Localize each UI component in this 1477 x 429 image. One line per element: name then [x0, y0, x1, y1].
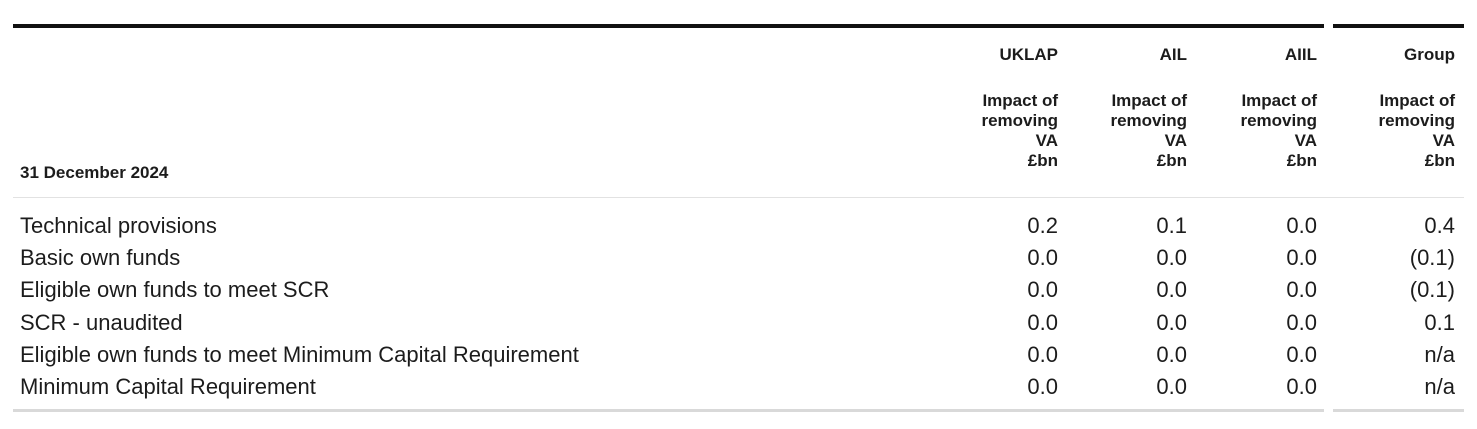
table-row: Technical provisions 0.2 0.1 0.0 0.4 [0, 210, 1477, 242]
measure-unit: £bn [1027, 151, 1058, 170]
row-label: Eligible own funds to meet Minimum Capit… [20, 342, 579, 367]
cell-uklap: 0.0 [1027, 374, 1058, 399]
measure-line: Impact of [1111, 91, 1187, 110]
cell-uklap: 0.0 [1027, 342, 1058, 367]
cell-aiil: 0.0 [1286, 310, 1317, 335]
cell-group: n/a [1424, 342, 1455, 367]
measure-unit: £bn [1286, 151, 1317, 170]
column-measure-ail: Impact of removing VA £bn [1077, 91, 1187, 171]
cell-uklap: 0.0 [1027, 310, 1058, 335]
cell-aiil: 0.0 [1286, 245, 1317, 270]
measure-line: VA [1432, 131, 1455, 150]
header-divider [13, 197, 1464, 198]
measure-unit: £bn [1156, 151, 1187, 170]
cell-group: 0.4 [1424, 213, 1455, 238]
row-label: Basic own funds [20, 245, 181, 270]
cell-group: (0.1) [1409, 277, 1455, 302]
column-header-uklap: UKLAP [999, 45, 1058, 64]
column-measure-group: Impact of removing VA £bn [1345, 91, 1455, 171]
measure-line: removing [981, 111, 1058, 130]
measure-line: Impact of [1241, 91, 1317, 110]
bottom-rule-main [13, 409, 1324, 412]
cell-uklap: 0.0 [1027, 245, 1058, 270]
measure-unit: £bn [1424, 151, 1455, 170]
cell-aiil: 0.0 [1286, 342, 1317, 367]
cell-ail: 0.0 [1156, 277, 1187, 302]
measure-line: removing [1110, 111, 1187, 130]
row-label: SCR - unaudited [20, 310, 183, 335]
column-measure-aiil: Impact of removing VA £bn [1207, 91, 1317, 171]
table-row: Minimum Capital Requirement 0.0 0.0 0.0 … [0, 371, 1477, 403]
cell-ail: 0.1 [1156, 213, 1187, 238]
cell-ail: 0.0 [1156, 342, 1187, 367]
table-row: Basic own funds 0.0 0.0 0.0 (0.1) [0, 242, 1477, 274]
cell-aiil: 0.0 [1286, 374, 1317, 399]
bottom-rule-group [1333, 409, 1464, 412]
cell-ail: 0.0 [1156, 310, 1187, 335]
column-header-group: Group [1404, 45, 1455, 64]
table-row: Eligible own funds to meet SCR 0.0 0.0 0… [0, 274, 1477, 306]
row-label: Eligible own funds to meet SCR [20, 277, 330, 302]
top-rule-group [1333, 24, 1464, 28]
table-row: Eligible own funds to meet Minimum Capit… [0, 339, 1477, 371]
measure-line: Impact of [982, 91, 1058, 110]
cell-group: (0.1) [1409, 245, 1455, 270]
cell-uklap: 0.0 [1027, 277, 1058, 302]
measure-line: VA [1164, 131, 1187, 150]
measure-line: Impact of [1379, 91, 1455, 110]
measure-line: VA [1294, 131, 1317, 150]
column-measure-uklap: Impact of removing VA £bn [948, 91, 1058, 171]
column-header-aiil: AIIL [1284, 45, 1317, 64]
cell-aiil: 0.0 [1286, 213, 1317, 238]
measure-line: VA [1035, 131, 1058, 150]
column-header-ail: AIL [1159, 45, 1187, 64]
row-label: Technical provisions [20, 213, 217, 238]
cell-ail: 0.0 [1156, 374, 1187, 399]
cell-ail: 0.0 [1156, 245, 1187, 270]
cell-aiil: 0.0 [1286, 277, 1317, 302]
measure-line: removing [1240, 111, 1317, 130]
cell-group: n/a [1424, 374, 1455, 399]
row-label: Minimum Capital Requirement [20, 374, 316, 399]
table-row: SCR - unaudited 0.0 0.0 0.0 0.1 [0, 307, 1477, 339]
top-rule-main [13, 24, 1324, 28]
cell-group: 0.1 [1424, 310, 1455, 335]
cell-uklap: 0.2 [1027, 213, 1058, 238]
measure-line: removing [1378, 111, 1455, 130]
table-date-label: 31 December 2024 [20, 163, 169, 182]
